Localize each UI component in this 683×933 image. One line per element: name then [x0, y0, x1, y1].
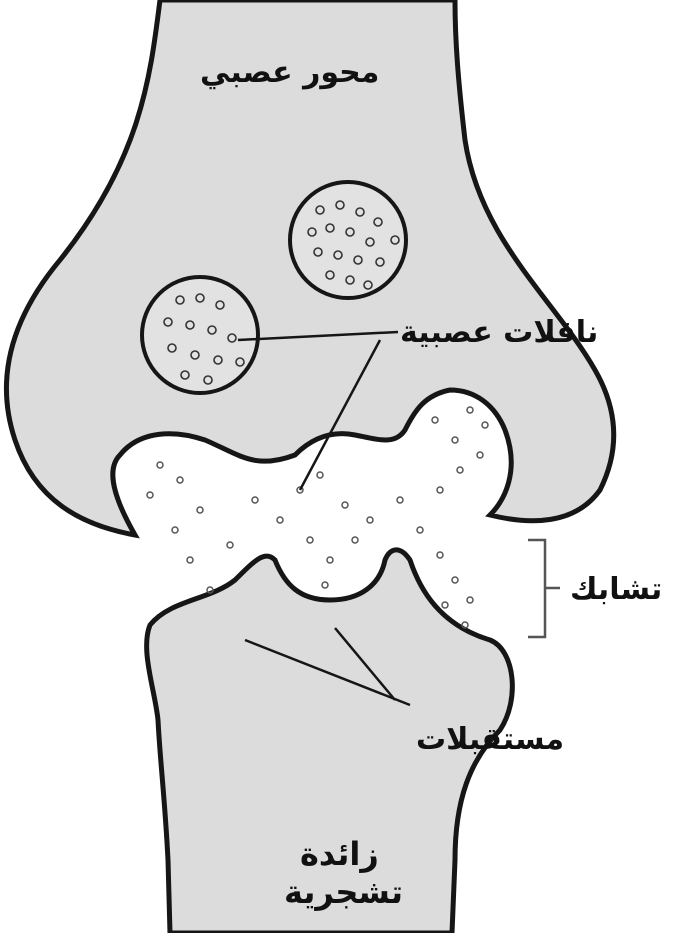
vesicle-1: [290, 182, 406, 298]
synapse-bracket: [528, 540, 560, 637]
receptors-label: مستقبلات: [416, 725, 564, 755]
axon-label: محور عصبي: [200, 58, 379, 88]
dendrite-label-line1: زائدة: [300, 838, 379, 870]
dendrite-label-line2: تشجرية: [284, 876, 403, 908]
synapse-label: تشابك: [570, 575, 662, 605]
neurotransmitters-label: ناقلات عصبية: [400, 318, 598, 348]
